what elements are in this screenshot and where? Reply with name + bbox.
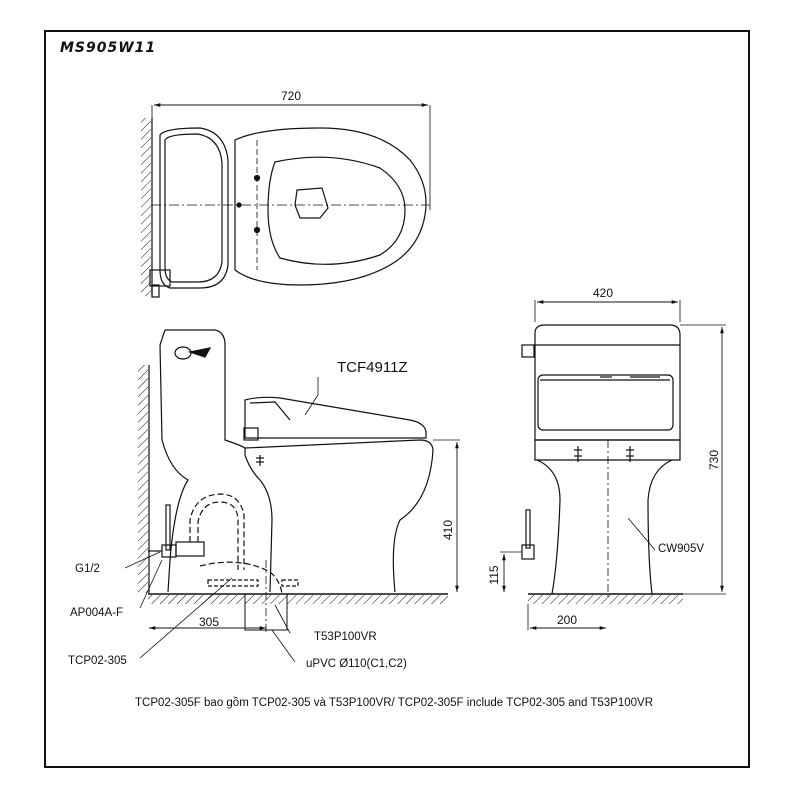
footnote: TCP02-305F bao gồm TCP02-305 và T53P100V… (135, 697, 654, 709)
side-view (138, 329, 460, 632)
front-view (500, 300, 726, 630)
model-title: MS905W11 (60, 40, 157, 56)
drain-pipe-label: uPVC Ø110(C1,C2) (306, 658, 407, 670)
flange-kit-label: TCP02-305 (68, 655, 127, 667)
dimension-front-offset: 200 (557, 613, 577, 627)
dimension-total-height: 730 (707, 450, 721, 470)
dimension-top-width: 720 (281, 89, 301, 103)
leader-lines (124, 377, 319, 663)
bowl-model-label: CW905V (658, 543, 704, 555)
supply-thread-label: G1/2 (75, 563, 100, 575)
dimension-supply-height: 115 (487, 565, 501, 584)
dimension-rough-in: 305 (199, 615, 219, 629)
seat-model-label: TCF4911Z (337, 359, 408, 376)
dimension-side-width: 420 (593, 286, 613, 300)
flange-part-label: T53P100VR (314, 631, 377, 643)
drawing-frame (44, 30, 750, 768)
top-view (141, 103, 431, 298)
stop-valve-label: AP004A-F (70, 607, 123, 619)
dimension-seat-height: 410 (441, 520, 455, 540)
